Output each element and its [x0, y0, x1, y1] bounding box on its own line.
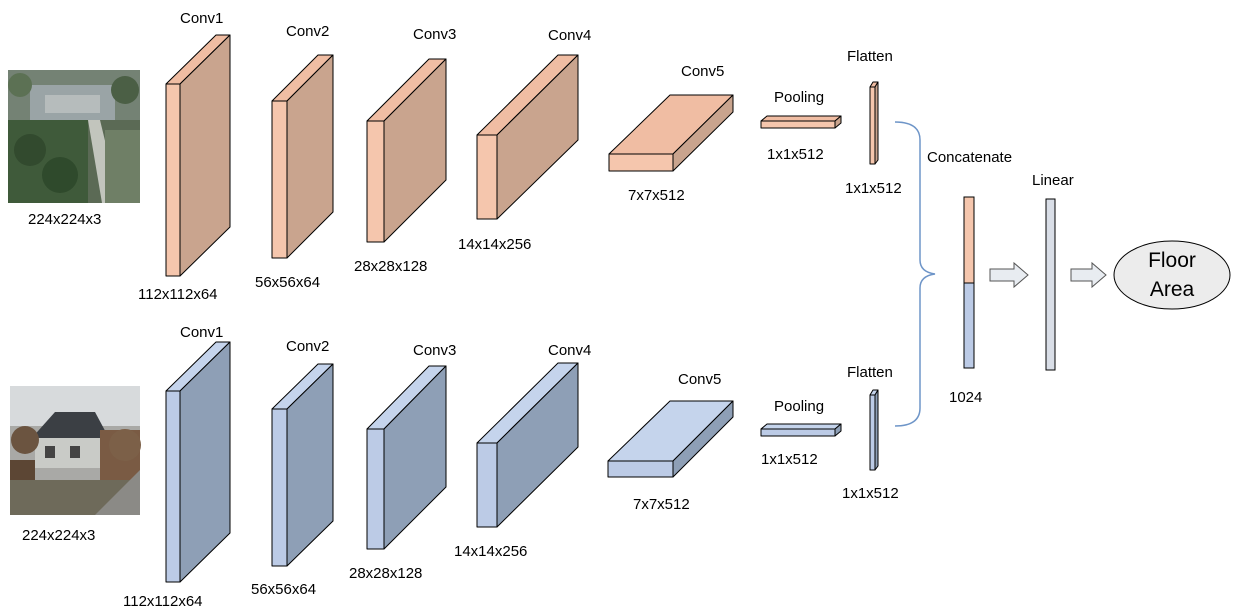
aerial-conv1-block: [165, 34, 231, 277]
street-input-image: [10, 386, 141, 515]
floor-area-output: [1113, 240, 1231, 310]
concatenated-vector: [963, 196, 975, 369]
street-conv3-label: Conv3: [413, 342, 456, 359]
aerial-conv1-label: Conv1: [180, 10, 223, 27]
street-conv2-block: [271, 363, 334, 567]
aerial-pooling-size: 1x1x512: [767, 146, 824, 163]
aerial-conv1-size: 112x112x64: [138, 286, 218, 303]
street-conv3-size: 28x28x128: [349, 565, 422, 582]
street-flatten-size: 1x1x512: [842, 485, 899, 502]
street-conv4-block: [476, 362, 579, 528]
street-flatten-block: [869, 389, 879, 471]
aerial-conv3-block: [366, 58, 447, 243]
street-conv1-block: [165, 341, 231, 583]
aerial-conv2-size: 56x56x64: [255, 274, 320, 291]
street-pooling-size: 1x1x512: [761, 451, 818, 468]
aerial-pooling-label: Pooling: [774, 89, 824, 106]
street-conv4-label: Conv4: [548, 342, 591, 359]
output-label-line1: Floor: [1148, 249, 1196, 272]
street-conv1-label: Conv1: [180, 324, 223, 341]
street-conv4-size: 14x14x256: [454, 543, 527, 560]
concatenate-size: 1024: [949, 389, 982, 406]
street-conv5-size: 7x7x512: [633, 496, 690, 513]
aerial-conv2-label: Conv2: [286, 23, 329, 40]
linear-label: Linear: [1032, 172, 1074, 189]
aerial-conv5-size: 7x7x512: [628, 187, 685, 204]
aerial-conv5-block: [608, 94, 734, 172]
aerial-pooling-block: [760, 115, 842, 129]
aerial-conv2-block: [271, 54, 334, 259]
street-conv3-block: [366, 365, 447, 550]
street-pooling-block: [760, 423, 842, 437]
aerial-conv5-label: Conv5: [681, 63, 724, 80]
concatenate-label: Concatenate: [927, 149, 1012, 166]
aerial-input-image: [8, 70, 140, 203]
aerial-conv4-label: Conv4: [548, 27, 591, 44]
aerial-flatten-size: 1x1x512: [845, 180, 902, 197]
street-flatten-label: Flatten: [847, 364, 893, 381]
arrow-icon: [989, 261, 1029, 289]
merge-brace: [894, 121, 936, 427]
aerial-conv3-label: Conv3: [413, 26, 456, 43]
street-input-size: 224x224x3: [22, 527, 95, 544]
street-pooling-label: Pooling: [774, 398, 824, 415]
street-conv2-label: Conv2: [286, 338, 329, 355]
aerial-input-size: 224x224x3: [28, 211, 101, 228]
linear-layer: [1045, 198, 1056, 371]
street-conv5-block: [607, 400, 734, 478]
street-conv5-label: Conv5: [678, 371, 721, 388]
aerial-conv4-size: 14x14x256: [458, 236, 531, 253]
aerial-flatten-label: Flatten: [847, 48, 893, 65]
aerial-flatten-block: [869, 81, 879, 165]
street-conv2-size: 56x56x64: [251, 581, 316, 598]
arrow-icon: [1070, 261, 1107, 289]
aerial-conv4-block: [476, 54, 579, 220]
street-conv1-size: 112x112x64: [123, 593, 203, 609]
aerial-conv3-size: 28x28x128: [354, 258, 427, 275]
output-label-line2: Area: [1150, 278, 1195, 301]
